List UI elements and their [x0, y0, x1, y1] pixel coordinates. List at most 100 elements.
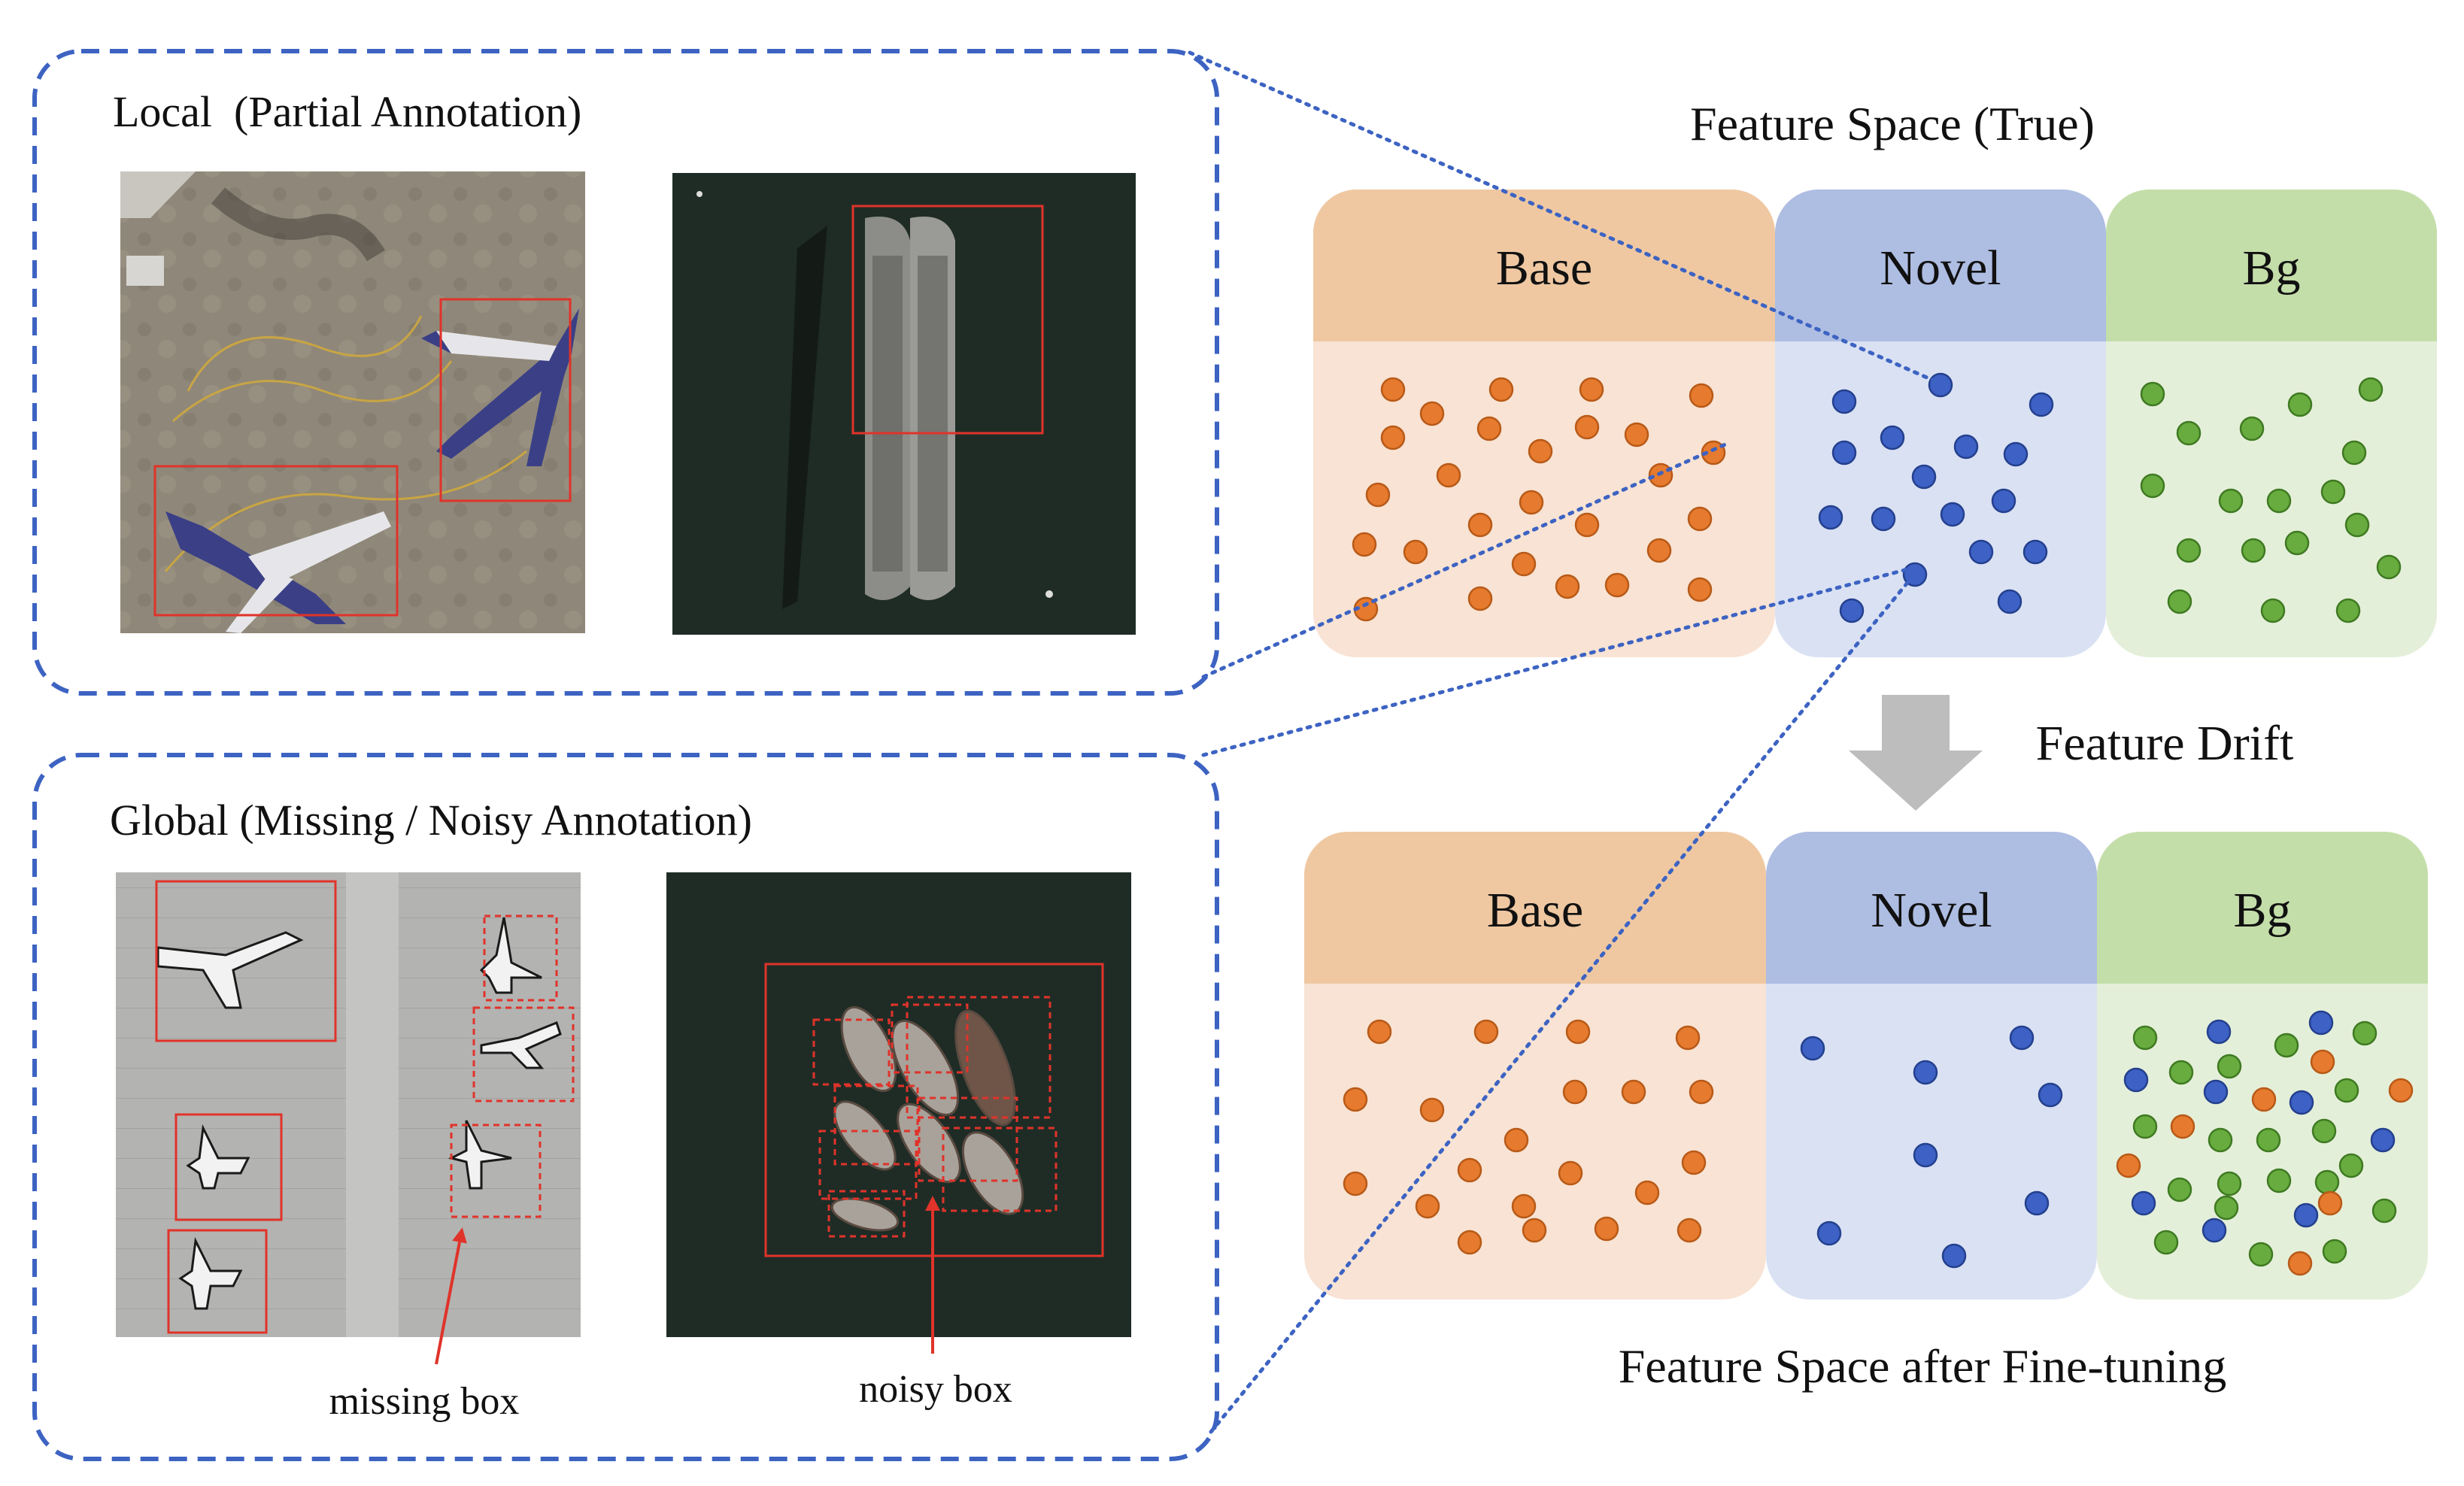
feature-dot [1467, 586, 1493, 611]
feature-dot [1689, 383, 1714, 408]
annotation-box [167, 1229, 268, 1334]
ft-bg-column: Bg [2097, 832, 2428, 1299]
feature-dot [2170, 1114, 2195, 1139]
feature-dot [2334, 1078, 2359, 1103]
feature-dot [1880, 425, 1905, 450]
dashed-box [906, 996, 1051, 1119]
feature-dot [1504, 1127, 1529, 1153]
feature-dot [1687, 577, 1713, 602]
feature-dot [1380, 377, 1406, 402]
dashed-box [918, 1096, 1018, 1182]
feature-dot [2293, 1202, 2319, 1228]
feature-dot [2132, 1025, 2158, 1051]
local-ships-image [672, 173, 1136, 635]
global-tarmac-image [116, 872, 581, 1337]
connector-lines [1188, 50, 1943, 1434]
feature-dot [2167, 1177, 2192, 1202]
feature-dot [1457, 1157, 1482, 1183]
feature-dot [1687, 506, 1713, 532]
feature-dot [2239, 416, 2265, 441]
annotation-box [174, 1113, 283, 1221]
feature-dot [2358, 377, 2384, 402]
feature-dot [2203, 1079, 2229, 1105]
local-dashed-frame [32, 49, 1219, 696]
feature-dot [2217, 1054, 2242, 1079]
feature-dot [2176, 420, 2202, 446]
feature-dot [1476, 416, 1502, 441]
feature-dot [2266, 488, 2292, 514]
global-panel-title: Global (Missing / Noisy Annotation) [110, 796, 752, 845]
feature-dot [2376, 554, 2402, 580]
annotation-box [851, 205, 1044, 435]
feature-dot [2131, 1190, 2156, 1216]
feature-dot [2024, 1190, 2050, 1216]
feature-dot [2003, 441, 2029, 467]
feature-dot [1941, 1243, 1967, 1269]
feature-space-true: Feature Space (True) Base Novel Bg [1313, 97, 2437, 657]
feature-dot [1940, 502, 1965, 527]
dashed-box [942, 1127, 1058, 1212]
feature-dot [2256, 1127, 2281, 1153]
feature-dot [2284, 530, 2310, 556]
feature-dot [1380, 425, 1406, 450]
feature-dot [1646, 538, 1672, 563]
dashed-box [483, 914, 558, 1002]
dashed-box [812, 1018, 891, 1086]
feature-dot [2140, 473, 2165, 499]
global-panel: Global (Missing / Noisy Annotation) [32, 753, 1219, 1461]
feature-dot [1403, 539, 1428, 565]
annotation-box [153, 465, 399, 617]
connector-line [1201, 566, 1913, 757]
missing-box-label: missing box [329, 1380, 520, 1423]
feature-drift: Feature Drift [1849, 695, 2293, 811]
feature-dot [1352, 532, 1377, 557]
feature-dot [1818, 505, 1843, 530]
missing-box-arrow [435, 1227, 467, 1365]
finetuned-space-dots [1343, 1010, 2414, 1276]
feature-dot [2202, 1218, 2227, 1243]
true-base-label: Base [1496, 241, 1592, 296]
feature-dot [2352, 1020, 2378, 1046]
feature-dot [1911, 464, 1937, 490]
feature-dot [2168, 1060, 2194, 1085]
feature-dot [1419, 1097, 1445, 1123]
feature-dot [1621, 1079, 1646, 1105]
feature-dot [1675, 1025, 1701, 1051]
feature-dot [2388, 1078, 2414, 1103]
feature-dot [1902, 562, 1928, 587]
feature-dot [2311, 1118, 2337, 1144]
feature-dot [2029, 392, 2054, 417]
feature-dot [1800, 1036, 1825, 1061]
feature-dot [1689, 1079, 1714, 1105]
feature-dot [2317, 1190, 2343, 1216]
ft-bg-label: Bg [2233, 883, 2291, 938]
global-boats-image [666, 872, 1131, 1337]
feature-dot [1928, 372, 1953, 398]
feature-dot [1367, 1019, 1392, 1045]
feature-dot [2344, 512, 2370, 538]
feature-dot [1555, 574, 1580, 599]
feature-dot [2208, 1127, 2233, 1153]
ft-base-label: Base [1487, 883, 1583, 938]
feature-dot [2287, 1251, 2313, 1276]
feature-dot [1511, 551, 1537, 577]
feature-dot [2218, 488, 2244, 514]
feature-dot [2140, 381, 2165, 407]
feature-dot [2038, 1082, 2063, 1108]
feature-dot [2153, 1230, 2179, 1255]
feature-dot [1419, 401, 1445, 426]
noisy-box-label: noisy box [859, 1368, 1012, 1411]
feature-dot [2338, 1153, 2364, 1178]
local-panel: Local (Partial Annotation) [32, 49, 1219, 696]
feature-dot [1528, 438, 1553, 464]
feature-dot [1634, 1180, 1660, 1205]
feature-dot [1579, 377, 1604, 402]
feature-dot [1522, 1218, 1547, 1243]
annotation-box [155, 880, 337, 1042]
true-bg-label: Bg [2242, 241, 2300, 296]
feature-dot [1991, 488, 2016, 514]
feature-dot [1913, 1060, 1938, 1085]
feature-dot [2251, 1087, 2277, 1112]
feature-dot [2322, 1239, 2347, 1264]
